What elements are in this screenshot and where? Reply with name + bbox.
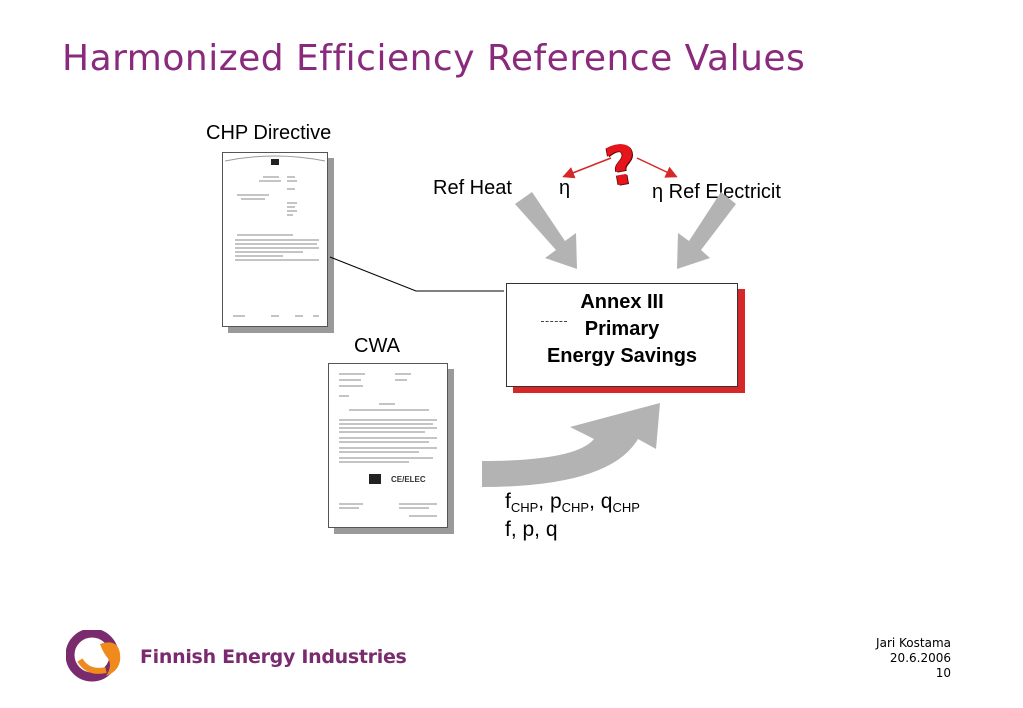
footer: Jari Kostama 20.6.2006 10 xyxy=(876,636,951,681)
formula-chp: fCHP, pCHP, qCHP xyxy=(505,490,640,515)
footer-author: Jari Kostama xyxy=(876,636,951,650)
formula-f-sub: CHP xyxy=(510,500,539,515)
footer-date: 20.6.2006 xyxy=(889,651,951,665)
annex-dash-mark xyxy=(541,321,567,322)
annex-line-2: Primary xyxy=(584,318,660,340)
annex-line-1: Annex III xyxy=(580,291,664,313)
connector-line xyxy=(329,256,504,292)
annex-line-3: Energy Savings xyxy=(546,345,698,367)
chp-directive-label: CHP Directive xyxy=(206,122,332,144)
cwa-label: CWA xyxy=(354,335,400,357)
logo-text: Finnish Energy Industries xyxy=(140,646,407,668)
cwa-document-logo: CE/ELEC xyxy=(391,475,426,484)
slide-title: Harmonized Efficiency Reference Values xyxy=(62,38,806,79)
formula-p: p xyxy=(544,490,562,513)
heat-arrow-icon xyxy=(515,192,577,269)
formula-f: f xyxy=(505,490,511,513)
electricity-arrow-icon xyxy=(677,192,736,269)
grey-curved-arrow xyxy=(482,403,660,487)
formula-plain: f, p, q xyxy=(505,518,558,541)
formula-comma-2: , xyxy=(589,490,595,513)
red-split-arrows xyxy=(562,157,678,179)
cwa-document-page-icon xyxy=(339,373,437,517)
curved-arrow-icon xyxy=(482,403,660,487)
cwa-document: CE/ELEC xyxy=(328,363,448,528)
eta-heat-symbol: η xyxy=(559,177,571,199)
formula-q-sub: CHP xyxy=(612,500,640,515)
grey-down-arrows xyxy=(515,192,736,269)
chp-directive-document xyxy=(222,152,328,327)
formula-p-sub: CHP xyxy=(561,500,590,515)
formula-q: q xyxy=(594,490,613,513)
chp-document-page-icon xyxy=(224,155,326,317)
footer-page-number: 10 xyxy=(935,666,951,680)
formula-comma-1: , xyxy=(538,490,545,513)
annex-iii-box: Annex III Primary Energy Savings xyxy=(506,283,738,387)
finnish-energy-logo-icon xyxy=(66,630,121,682)
ref-electricity-label: η Ref Electricit xyxy=(652,181,781,203)
ref-heat-label: Ref Heat xyxy=(433,177,512,199)
